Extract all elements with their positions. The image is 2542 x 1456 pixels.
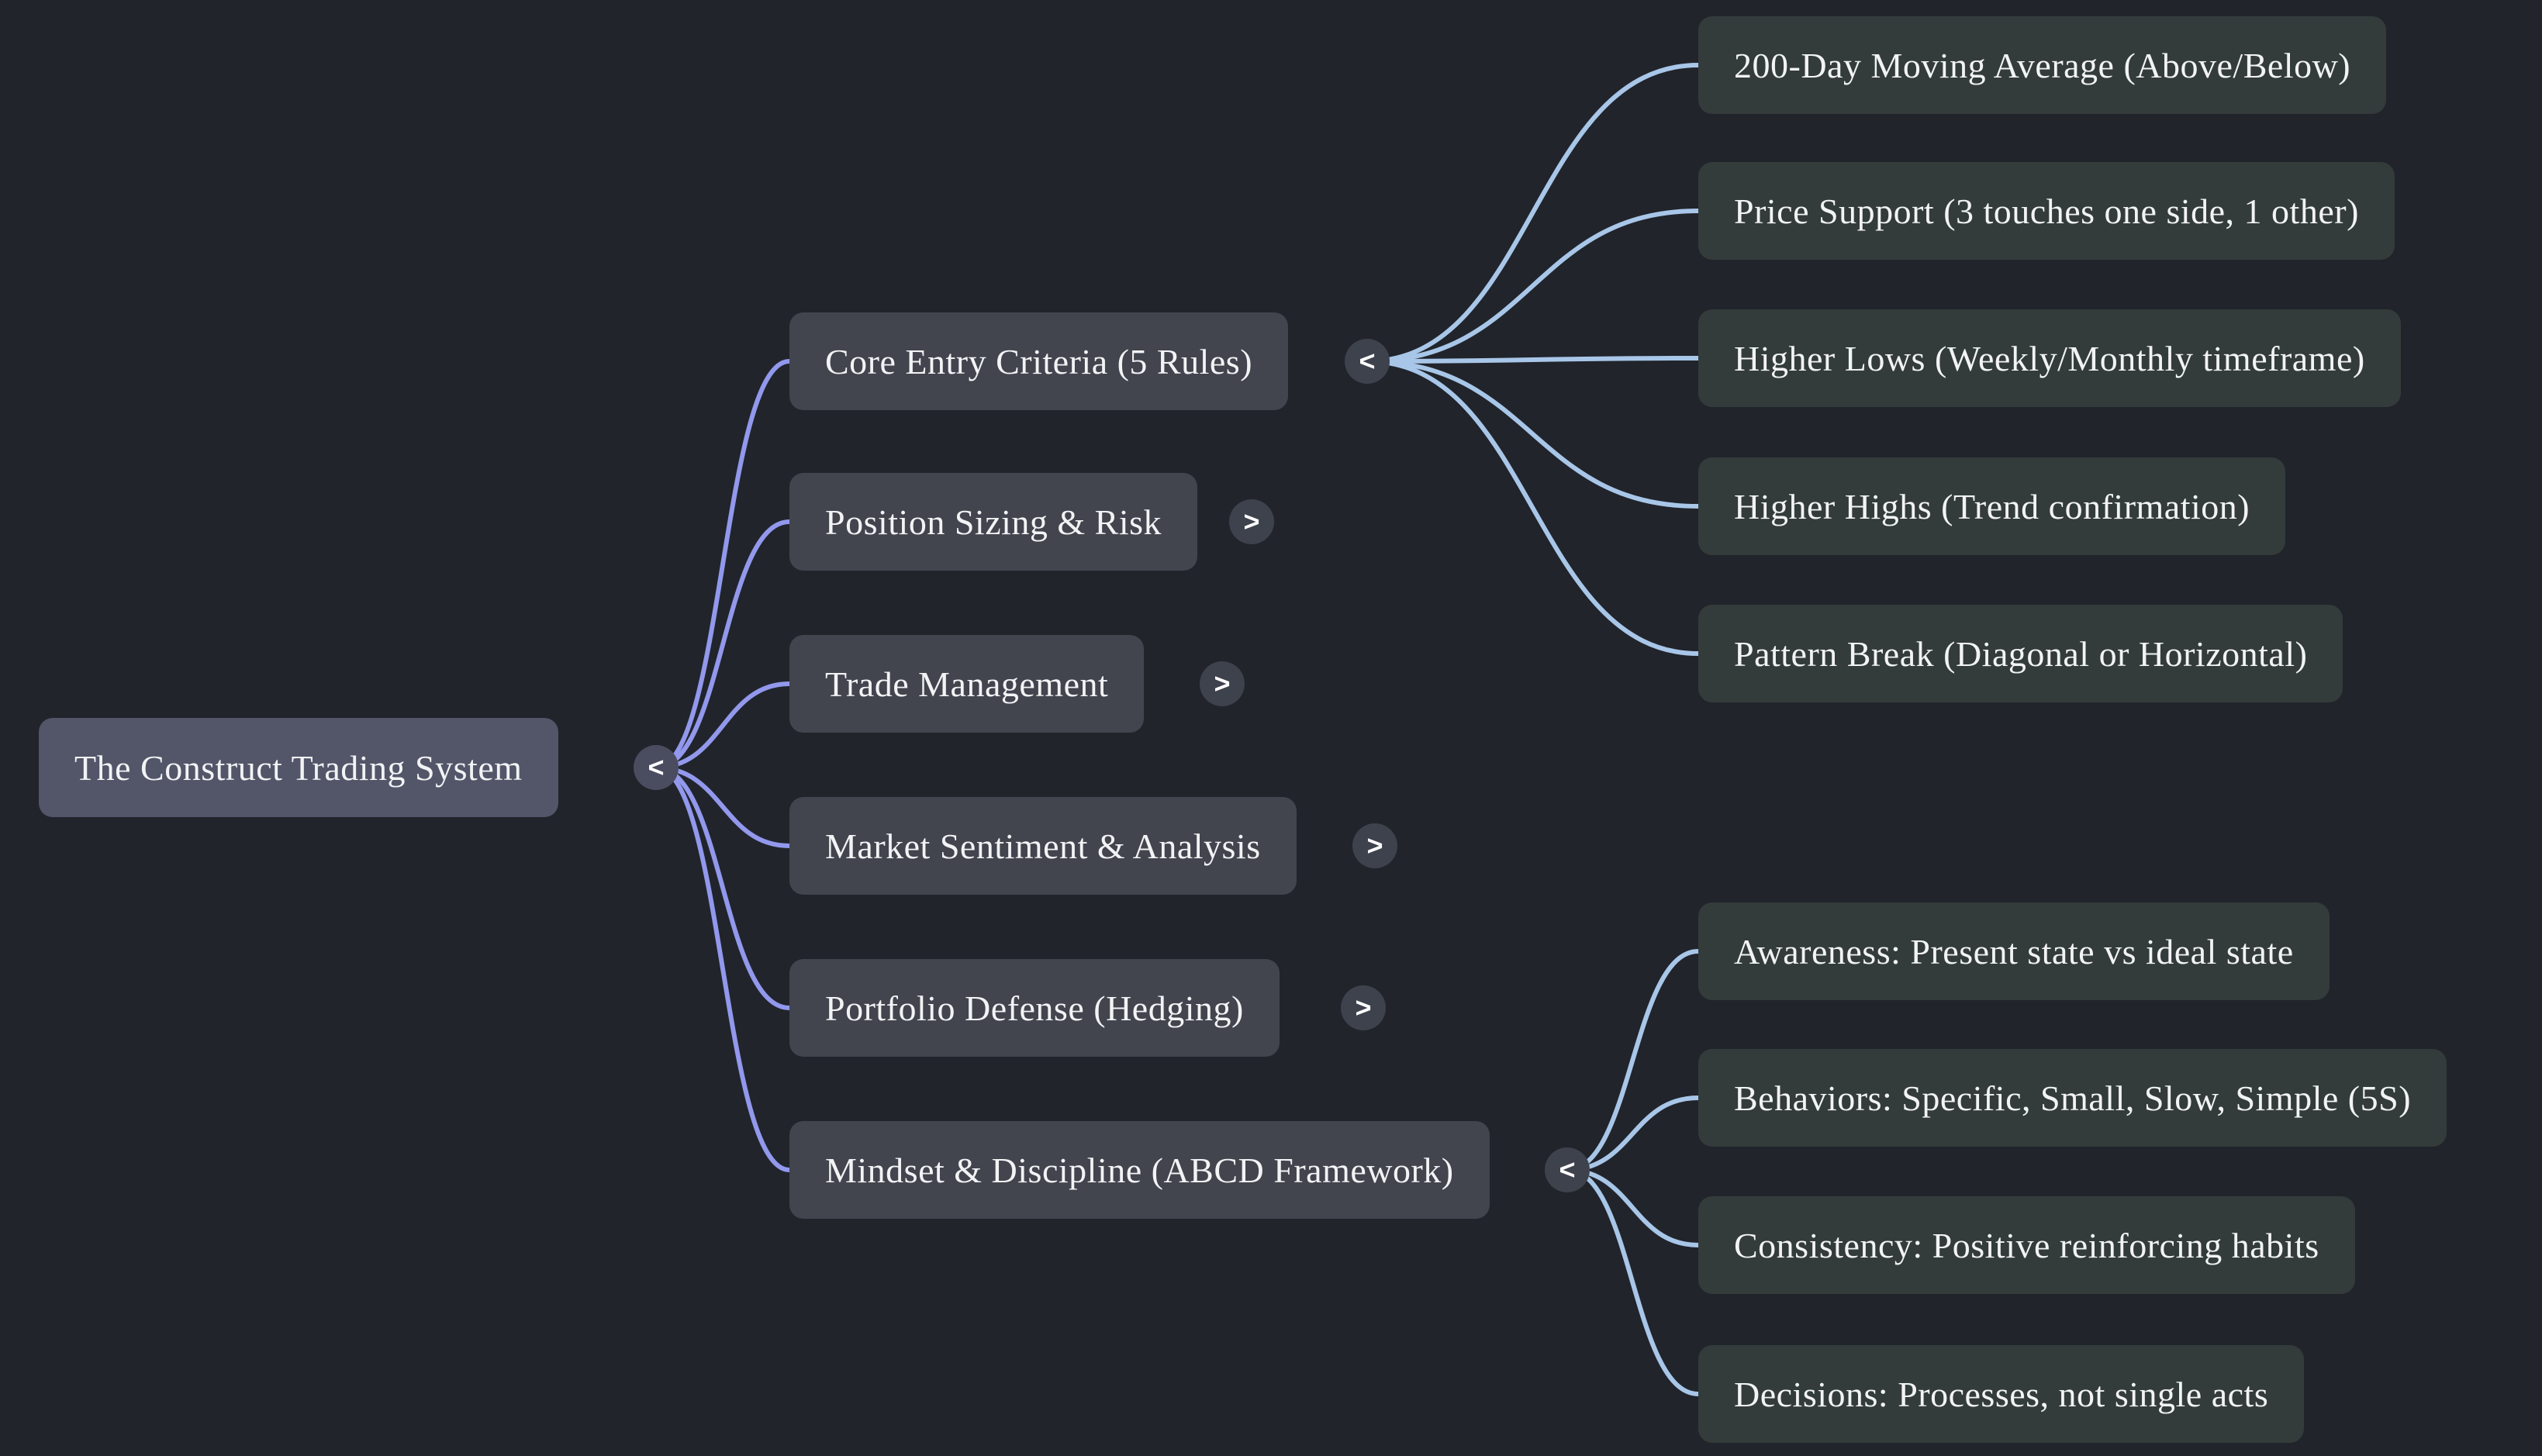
link-root-market-sentiment bbox=[654, 765, 792, 848]
node-higher-highs[interactable]: Higher Highs (Trend confirmation) bbox=[1698, 457, 2286, 555]
node-pattern-break[interactable]: Pattern Break (Diagonal or Horizontal) bbox=[1698, 605, 2343, 702]
node-price-support[interactable]: Price Support (3 touches one side, 1 oth… bbox=[1698, 162, 2395, 260]
link-root-mindset bbox=[654, 765, 792, 1172]
link-core-higher-highs bbox=[1365, 359, 1701, 509]
node-behaviors[interactable]: Behaviors: Specific, Small, Slow, Simple… bbox=[1698, 1049, 2447, 1147]
node-decisions[interactable]: Decisions: Processes, not single acts bbox=[1698, 1345, 2305, 1443]
expand-toggle-market-sentiment-analysis[interactable]: > bbox=[1352, 823, 1397, 868]
collapse-toggle-mindset-discipline-abcd[interactable]: < bbox=[1545, 1147, 1590, 1192]
link-mindset-decisions bbox=[1565, 1168, 1701, 1396]
link-core-200dma bbox=[1365, 63, 1701, 364]
node-200-day-moving-average[interactable]: 200-Day Moving Average (Above/Below) bbox=[1698, 16, 2387, 114]
node-higher-lows[interactable]: Higher Lows (Weekly/Monthly timeframe) bbox=[1698, 309, 2401, 407]
node-core-entry-criteria[interactable]: Core Entry Criteria (5 Rules) bbox=[789, 312, 1289, 410]
node-root-construct-trading-system[interactable]: The Construct Trading System bbox=[39, 718, 558, 817]
link-core-higher-lows bbox=[1365, 356, 1701, 364]
expand-toggle-portfolio-defense-hedging[interactable]: > bbox=[1341, 985, 1386, 1030]
node-portfolio-defense-hedging[interactable]: Portfolio Defense (Hedging) bbox=[789, 959, 1280, 1057]
node-awareness[interactable]: Awareness: Present state vs ideal state bbox=[1698, 902, 2330, 1000]
link-mindset-consistency bbox=[1565, 1168, 1701, 1247]
node-market-sentiment-analysis[interactable]: Market Sentiment & Analysis bbox=[789, 797, 1297, 895]
link-root-core-entry bbox=[654, 359, 792, 770]
node-consistency[interactable]: Consistency: Positive reinforcing habits bbox=[1698, 1196, 2355, 1294]
expand-toggle-trade-management[interactable]: > bbox=[1200, 661, 1245, 706]
link-root-portfolio-defense bbox=[654, 765, 792, 1010]
node-trade-management[interactable]: Trade Management bbox=[789, 635, 1145, 733]
node-mindset-discipline-abcd[interactable]: Mindset & Discipline (ABCD Framework) bbox=[789, 1121, 1490, 1219]
collapse-toggle-root[interactable]: < bbox=[634, 745, 679, 790]
link-mindset-awareness bbox=[1565, 949, 1701, 1172]
node-position-sizing-risk[interactable]: Position Sizing & Risk bbox=[789, 473, 1198, 571]
link-core-pattern-break bbox=[1365, 359, 1701, 656]
expand-toggle-position-sizing-risk[interactable]: > bbox=[1229, 499, 1274, 544]
link-root-position-sizing bbox=[654, 519, 792, 770]
link-core-price-support bbox=[1365, 209, 1701, 364]
link-root-trade-mgmt bbox=[654, 681, 792, 770]
collapse-toggle-core-entry-criteria[interactable]: < bbox=[1345, 339, 1390, 384]
